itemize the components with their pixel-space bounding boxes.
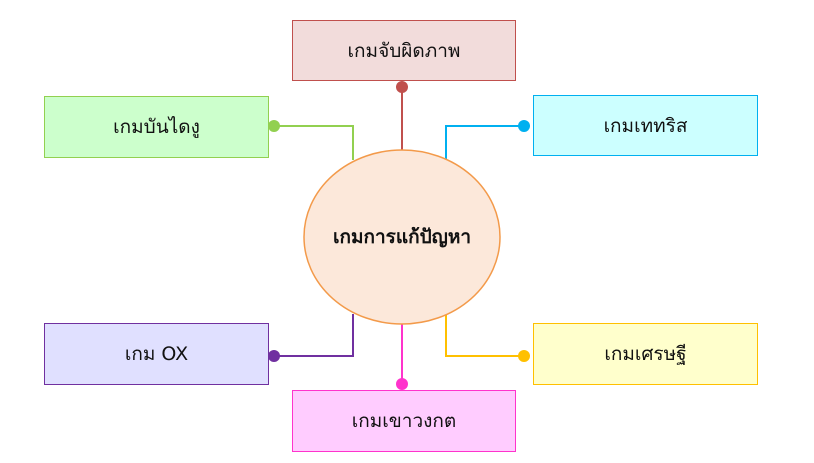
node-bottom-right[interactable]: เกมเศรษฐี: [533, 323, 758, 385]
node-top-right[interactable]: เกมเททริส: [533, 95, 758, 156]
node-bottom[interactable]: เกมเขาวงกต: [292, 390, 516, 452]
connector-dot-top-right: [518, 120, 530, 132]
connector-bottom-left: [274, 314, 354, 357]
connector-dot-bottom-left: [268, 350, 280, 362]
connector-dot-bottom: [396, 378, 408, 390]
node-bottom-left[interactable]: เกม OX: [44, 323, 269, 385]
connector-dot-top: [396, 81, 408, 93]
connector-top-left: [274, 125, 354, 160]
center-node-label: เกมการแก้ปัญหา: [332, 226, 472, 248]
center-ellipse: [303, 149, 501, 325]
connector-bottom-right: [445, 314, 524, 357]
connector-dot-top-left: [268, 120, 280, 132]
node-top[interactable]: เกมจับผิดภาพ: [292, 20, 516, 81]
connector-top-right: [445, 125, 524, 160]
connector-dot-bottom-right: [518, 350, 530, 362]
node-top-left[interactable]: เกมบันไดงู: [44, 96, 269, 158]
